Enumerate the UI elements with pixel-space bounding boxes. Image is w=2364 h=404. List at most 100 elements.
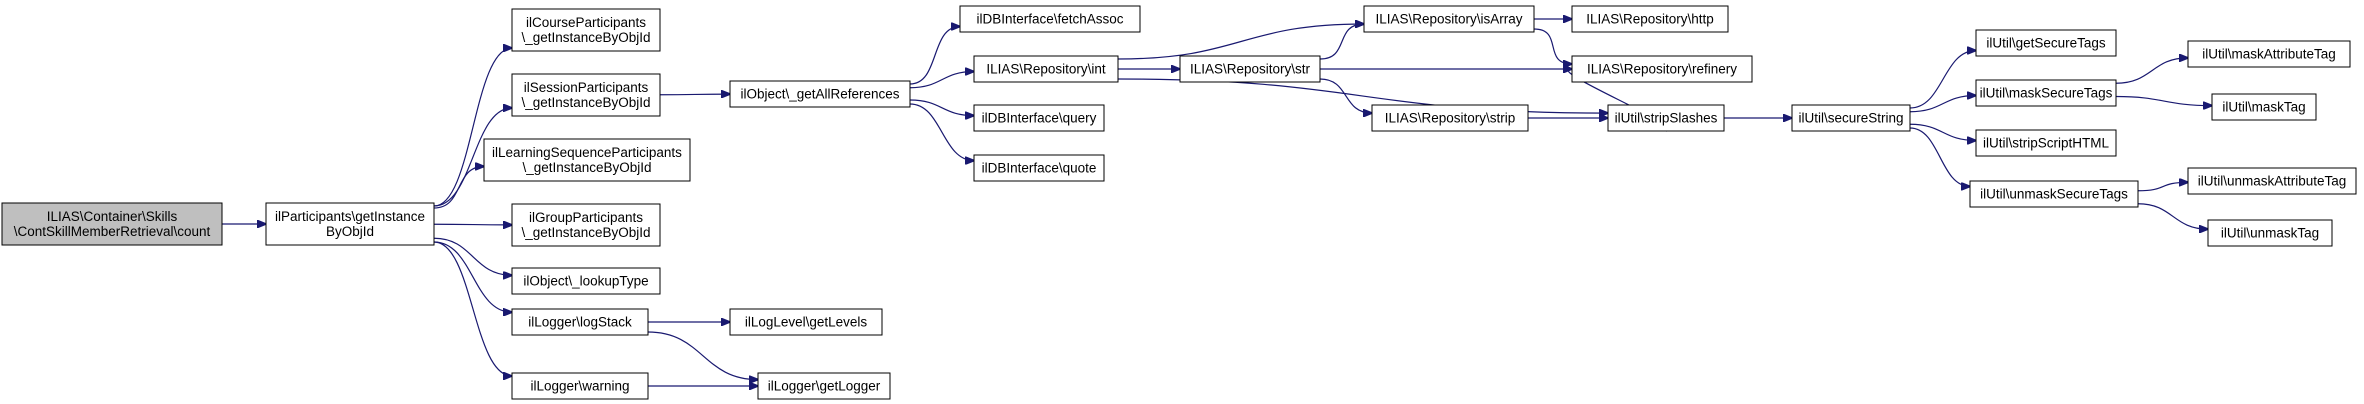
edge-line bbox=[659, 94, 730, 95]
edge-line bbox=[1117, 78, 1608, 113]
node-refinery[interactable]: ILIAS\Repository\refinery bbox=[1571, 55, 1753, 83]
node-box[interactable] bbox=[2211, 93, 2317, 121]
node-box[interactable] bbox=[511, 203, 661, 247]
node-box[interactable] bbox=[1607, 104, 1725, 132]
node-http[interactable]: ILIAS\Repository\http bbox=[1571, 5, 1729, 33]
edge-line bbox=[433, 237, 512, 275]
node-label: ilUtil\unmaskAttributeTag bbox=[2198, 174, 2347, 189]
edge-isarray-to-refinery bbox=[1533, 28, 1572, 64]
node-box[interactable] bbox=[1371, 104, 1529, 132]
edge-participants-to-lookup bbox=[433, 237, 512, 275]
node-quote[interactable]: ilDBInterface\quote bbox=[973, 154, 1105, 182]
node-stripslashes[interactable]: ilUtil\stripSlashes bbox=[1607, 104, 1725, 132]
node-strip[interactable]: ILIAS\Repository\strip bbox=[1371, 104, 1529, 132]
edge-unmasksecuretags-to-unmaskattrtag bbox=[2137, 182, 2188, 192]
node-box[interactable] bbox=[511, 308, 649, 336]
edge-line bbox=[1117, 24, 1364, 60]
node-box[interactable] bbox=[511, 73, 661, 117]
node-label: \_getInstanceByObjId bbox=[522, 160, 651, 175]
node-box[interactable] bbox=[2187, 167, 2357, 195]
edge-line bbox=[1909, 123, 1976, 140]
edge-line bbox=[909, 72, 974, 89]
node-logstack[interactable]: ilLogger\logStack bbox=[511, 308, 649, 336]
node-label: ilDBInterface\fetchAssoc bbox=[976, 12, 1123, 27]
node-box[interactable] bbox=[1571, 5, 1729, 33]
node-warning[interactable]: ilLogger\warning bbox=[511, 372, 649, 400]
node-box[interactable] bbox=[511, 267, 661, 295]
node-session[interactable]: ilSessionParticipants\_getInstanceByObjI… bbox=[511, 73, 661, 117]
node-box[interactable] bbox=[483, 138, 691, 182]
node-group[interactable]: ilGroupParticipants\_getInstanceByObjId bbox=[511, 203, 661, 247]
edge-getallrefs-to-fetchassoc bbox=[909, 27, 960, 85]
node-getsecuretags[interactable]: ilUtil\getSecureTags bbox=[1975, 29, 2117, 57]
node-label: ilDBInterface\quote bbox=[982, 161, 1097, 176]
node-isarray[interactable]: ILIAS\Repository\isArray bbox=[1363, 5, 1535, 33]
node-box[interactable] bbox=[2207, 219, 2333, 247]
node-label: ILIAS\Container\Skills bbox=[47, 209, 178, 224]
node-label: ilLogger\warning bbox=[530, 379, 629, 394]
node-query[interactable]: ilDBInterface\query bbox=[973, 104, 1105, 132]
node-label: ilObject\_lookupType bbox=[523, 274, 648, 289]
node-masksecuretags[interactable]: ilUtil\maskSecureTags bbox=[1975, 79, 2117, 107]
node-box[interactable] bbox=[973, 104, 1105, 132]
node-box[interactable] bbox=[1975, 29, 2117, 57]
node-box[interactable] bbox=[1975, 79, 2117, 107]
node-str[interactable]: ILIAS\Repository\str bbox=[1179, 55, 1321, 83]
node-label: ilUtil\maskSecureTags bbox=[1980, 86, 2113, 101]
node-masktag[interactable]: ilUtil\maskTag bbox=[2211, 93, 2317, 121]
node-box[interactable] bbox=[1, 202, 223, 246]
node-label: ilGroupParticipants bbox=[529, 210, 643, 225]
node-stripscript[interactable]: ilUtil\stripScriptHTML bbox=[1975, 129, 2117, 157]
node-label: ILIAS\Repository\refinery bbox=[1587, 62, 1737, 77]
node-box[interactable] bbox=[1179, 55, 1321, 83]
node-label: ilDBInterface\query bbox=[982, 111, 1097, 126]
node-label: ilCourseParticipants bbox=[526, 15, 646, 30]
node-fetchassoc[interactable]: ilDBInterface\fetchAssoc bbox=[959, 5, 1141, 33]
node-box[interactable] bbox=[1969, 180, 2139, 208]
node-label: ILIAS\Repository\str bbox=[1190, 62, 1311, 77]
node-root[interactable]: ILIAS\Container\Skills\ContSkillMemberRe… bbox=[1, 202, 223, 246]
node-box[interactable] bbox=[757, 372, 891, 400]
node-repoint[interactable]: ILIAS\Repository\int bbox=[973, 55, 1119, 83]
node-securestring[interactable]: ilUtil\secureString bbox=[1791, 104, 1911, 132]
edge-str-to-isarray bbox=[1319, 24, 1364, 60]
edge-securestring-to-unmasksecuretags bbox=[1909, 127, 1970, 186]
node-loglevels[interactable]: ilLogLevel\getLevels bbox=[729, 308, 883, 336]
node-lookup[interactable]: ilObject\_lookupType bbox=[511, 267, 661, 295]
node-box[interactable] bbox=[1363, 5, 1535, 33]
node-box[interactable] bbox=[1571, 55, 1753, 83]
node-box[interactable] bbox=[729, 80, 911, 108]
node-box[interactable] bbox=[959, 5, 1141, 33]
node-getallrefs[interactable]: ilObject\_getAllReferences bbox=[729, 80, 911, 108]
node-box[interactable] bbox=[1975, 129, 2117, 157]
node-box[interactable] bbox=[265, 202, 435, 246]
edge-line bbox=[909, 27, 960, 85]
node-participants[interactable]: ilParticipants\getInstanceByObjId bbox=[265, 202, 435, 246]
node-box[interactable] bbox=[511, 8, 661, 52]
node-lso[interactable]: ilLearningSequenceParticipants\_getInsta… bbox=[483, 138, 691, 182]
node-label: ilUtil\getSecureTags bbox=[1986, 36, 2106, 51]
node-unmasktag[interactable]: ilUtil\unmaskTag bbox=[2207, 219, 2333, 247]
node-label: ilSessionParticipants bbox=[524, 80, 649, 95]
node-box[interactable] bbox=[2187, 40, 2351, 68]
node-box[interactable] bbox=[511, 372, 649, 400]
edge-unmasksecuretags-to-unmasktag bbox=[2137, 203, 2208, 229]
node-box[interactable] bbox=[973, 55, 1119, 83]
edge-participants-to-group bbox=[433, 224, 512, 225]
node-unmasksecuretags[interactable]: ilUtil\unmaskSecureTags bbox=[1969, 180, 2139, 208]
edge-line bbox=[433, 48, 512, 207]
node-box[interactable] bbox=[729, 308, 883, 336]
edge-line bbox=[647, 331, 758, 380]
node-getlogger[interactable]: ilLogger\getLogger bbox=[757, 372, 891, 400]
edge-line bbox=[909, 103, 974, 161]
node-box[interactable] bbox=[973, 154, 1105, 182]
node-box[interactable] bbox=[1791, 104, 1911, 132]
node-course[interactable]: ilCourseParticipants\_getInstanceByObjId bbox=[511, 8, 661, 52]
node-unmaskattrtag[interactable]: ilUtil\unmaskAttributeTag bbox=[2187, 167, 2357, 195]
edge-getallrefs-to-query bbox=[909, 99, 974, 116]
node-label: ilObject\_getAllReferences bbox=[740, 87, 899, 102]
node-maskattrtag[interactable]: ilUtil\maskAttributeTag bbox=[2187, 40, 2351, 68]
edge-line bbox=[2137, 203, 2208, 229]
edge-securestring-to-getsecuretags bbox=[1909, 51, 1976, 109]
edge-securestring-to-stripscript bbox=[1909, 123, 1976, 140]
